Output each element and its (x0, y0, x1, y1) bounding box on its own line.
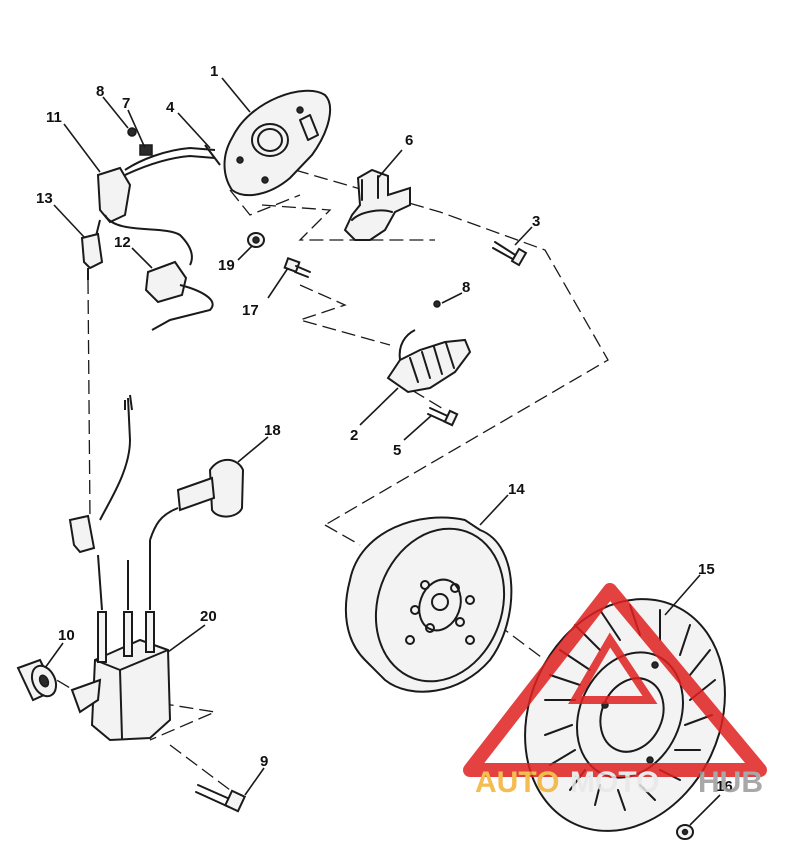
bolt-9 (195, 784, 247, 813)
watermark-hub: HUB (698, 766, 763, 799)
callout-18: 18 (264, 422, 281, 439)
callout-3: 3 (532, 213, 540, 230)
callout-14: 14 (508, 481, 525, 498)
nut-19 (247, 232, 265, 248)
callout-7: 7 (122, 95, 130, 112)
callout-4: 4 (166, 99, 175, 116)
bolt-16 (676, 824, 694, 840)
callout-12: 12 (114, 234, 131, 251)
spacer-10 (16, 658, 58, 702)
pickup-coil (386, 300, 472, 427)
callout-17: 17 (242, 302, 259, 319)
bolt-17 (283, 256, 311, 278)
callout-9: 9 (260, 753, 268, 770)
callout-13: 13 (36, 190, 53, 207)
ignition-coil (70, 611, 172, 742)
watermark: AUTO MOTO HUB (463, 583, 767, 799)
watermark-moto: MOTO (570, 766, 659, 799)
callout-16: 16 (716, 778, 733, 795)
switch-12 (144, 260, 214, 331)
coil-wires (68, 394, 179, 611)
callout-5: 5 (393, 442, 401, 459)
callout-numbers: 1 2 3 4 5 6 7 8 8 9 10 11 12 13 14 15 16… (36, 63, 733, 795)
callout-1: 1 (210, 63, 218, 80)
callout-8b: 8 (462, 279, 470, 296)
leader-lines (44, 77, 721, 826)
spark-plug-cap (176, 458, 245, 518)
callout-11: 11 (46, 109, 62, 126)
callout-15: 15 (698, 561, 715, 578)
watermark-triangle-icon (463, 583, 767, 777)
pickup-bracket (343, 168, 411, 241)
connector-13 (80, 232, 104, 280)
stator-plate (223, 89, 332, 197)
flywheel (344, 516, 513, 693)
callout-6: 6 (405, 132, 413, 149)
wiring-harness (94, 127, 221, 266)
watermark-auto: AUTO (475, 766, 559, 799)
screw-3 (492, 241, 528, 267)
callout-20: 20 (200, 608, 217, 625)
callout-2: 2 (350, 427, 358, 444)
callout-19: 19 (218, 257, 235, 274)
callout-10: 10 (58, 627, 75, 644)
callout-8a: 8 (96, 83, 104, 100)
